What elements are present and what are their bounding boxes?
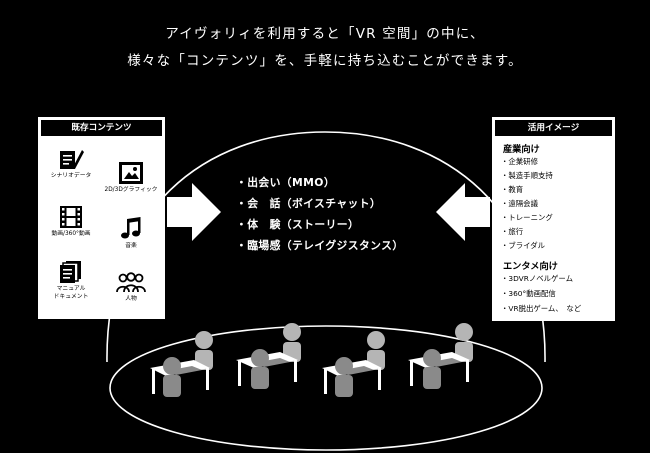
film-strip-icon (60, 206, 82, 228)
person-at-desk-1 (150, 331, 213, 397)
music-note-icon (121, 217, 141, 239)
use-cases-panel: 活用イメージ 産業向け ・企業研修 ・製造手順支持 ・教育 ・遠隔会議 ・トレー… (492, 117, 615, 321)
existing-contents-panel: 既存コンテンツ シナリオデータ 2D/3Dグラフィック 動画/360° (38, 117, 165, 319)
use-case-item: ・3DVRノベルゲーム (501, 274, 573, 283)
people-icon (116, 272, 146, 293)
content-label-people: 人物 (125, 296, 137, 302)
use-case-item: ・教育 (501, 185, 524, 194)
content-item-scenario: シナリオデータ (42, 147, 100, 181)
content-item-music: 音楽 (102, 217, 160, 251)
use-case-item: ・企業研修 (501, 157, 538, 166)
content-label-video: 動画/360°動画 (51, 231, 91, 237)
use-case-item: ・製造手順支持 (501, 171, 553, 180)
content-label-graphics: 2D/3Dグラフィック (104, 187, 158, 193)
content-label-manual-line2: ドキュメント (53, 293, 89, 300)
content-label-scenario: シナリオデータ (50, 173, 92, 179)
arrow-into-vr-space (167, 183, 221, 241)
person-at-desk-3 (322, 331, 385, 397)
person-at-desk-4 (408, 323, 473, 389)
existing-contents-title: 既存コンテンツ (41, 120, 162, 136)
use-case-item: ・VR脱出ゲーム、 など (501, 304, 582, 313)
feature-experience: ・体 験（ストーリー） (236, 218, 360, 231)
content-item-video: 動画/360°動画 (42, 205, 100, 239)
use-case-item: ・ブライダル (501, 241, 546, 250)
vr-floor-ellipse (109, 325, 543, 451)
picture-frame-icon (119, 162, 143, 184)
use-case-item: ・遠隔会議 (501, 199, 538, 208)
content-label-music: 音楽 (125, 243, 137, 249)
headline-line-2: 様々な「コンテンツ」を、手軽に持ち込むことができます。 (127, 53, 523, 69)
stacked-documents-icon (60, 261, 81, 283)
scenario-document-icon (60, 150, 84, 169)
content-item-people: 人物 (102, 272, 160, 304)
industry-heading: 産業向け (503, 144, 540, 155)
use-case-item: ・トレーニング (501, 213, 553, 222)
person-at-desk-2 (236, 323, 301, 389)
headline-line-1: アイヴォリィを利用すると「VR 空間」の中に、 (165, 26, 485, 42)
arrow-from-use-cases (436, 183, 490, 241)
entertainment-heading: エンタメ向け (503, 261, 558, 272)
content-label-manual-line1: マニュアル (56, 286, 86, 292)
feature-conversation: ・会 話（ボイスチャット） (236, 197, 382, 210)
use-cases-title: 活用イメージ (495, 120, 612, 136)
use-case-item: ・旅行 (501, 227, 524, 236)
feature-encounter: ・出会い（MMO） (236, 176, 336, 189)
content-item-manual: マニュアル ドキュメント (42, 260, 100, 301)
feature-presence: ・臨場感（テレイグジスタンス） (236, 239, 404, 252)
content-item-graphics: 2D/3Dグラフィック (100, 161, 162, 195)
use-case-item: ・360°動画配信 (501, 289, 556, 298)
